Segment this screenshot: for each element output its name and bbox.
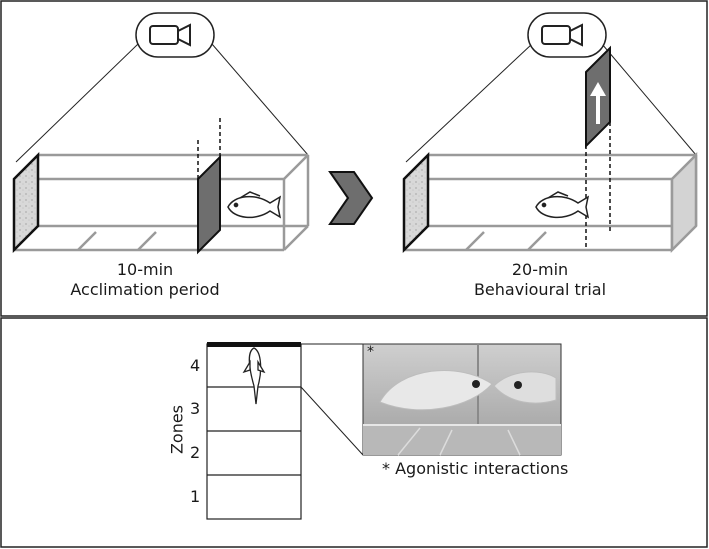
trial-caption: Behavioural trial <box>473 280 607 299</box>
opaque-divider <box>197 154 221 255</box>
chevron-right-icon <box>328 171 374 225</box>
fish-icon <box>535 191 590 219</box>
top-panel-frame <box>0 0 708 317</box>
acclimation-caption: Acclimation period <box>70 280 220 299</box>
camera-icon <box>541 23 583 47</box>
zones-axis-label: Zones <box>167 404 187 455</box>
camera-bubble <box>527 12 607 58</box>
acclimation-label: 10-min Acclimation period <box>70 260 220 300</box>
photo-marker: * <box>367 344 374 360</box>
trial-tank <box>402 12 698 254</box>
fish-icon <box>227 191 282 219</box>
zone-column <box>206 342 302 520</box>
acclimation-tank <box>12 12 310 255</box>
mirror-end-wall <box>670 151 698 254</box>
zone-label-1: 1 <box>190 487 201 506</box>
fish-topdown-icon <box>242 347 266 405</box>
agonistic-note: * Agonistic interactions <box>382 459 568 478</box>
fish-photo-right <box>493 371 557 404</box>
zone-label-2: 2 <box>190 443 201 462</box>
mirror-bar <box>207 342 301 347</box>
gravel-end-wall <box>12 151 40 254</box>
bottom-panel-frame <box>0 317 708 548</box>
fish-photo-left <box>379 369 493 411</box>
note-marker: * <box>382 459 390 478</box>
zone-label-4: 4 <box>190 356 201 375</box>
camera-bubble <box>135 12 215 58</box>
gravel-end-wall <box>402 151 430 254</box>
camera-icon <box>149 23 191 47</box>
agonistic-interaction-photo <box>362 343 562 456</box>
trial-label: 20-min Behavioural trial <box>465 260 615 300</box>
trial-duration: 20-min <box>511 260 569 279</box>
acclimation-duration: 10-min <box>116 260 174 279</box>
zone-label-3: 3 <box>190 399 201 418</box>
note-text: Agonistic interactions <box>395 459 569 478</box>
arrow-up-icon <box>590 82 606 124</box>
